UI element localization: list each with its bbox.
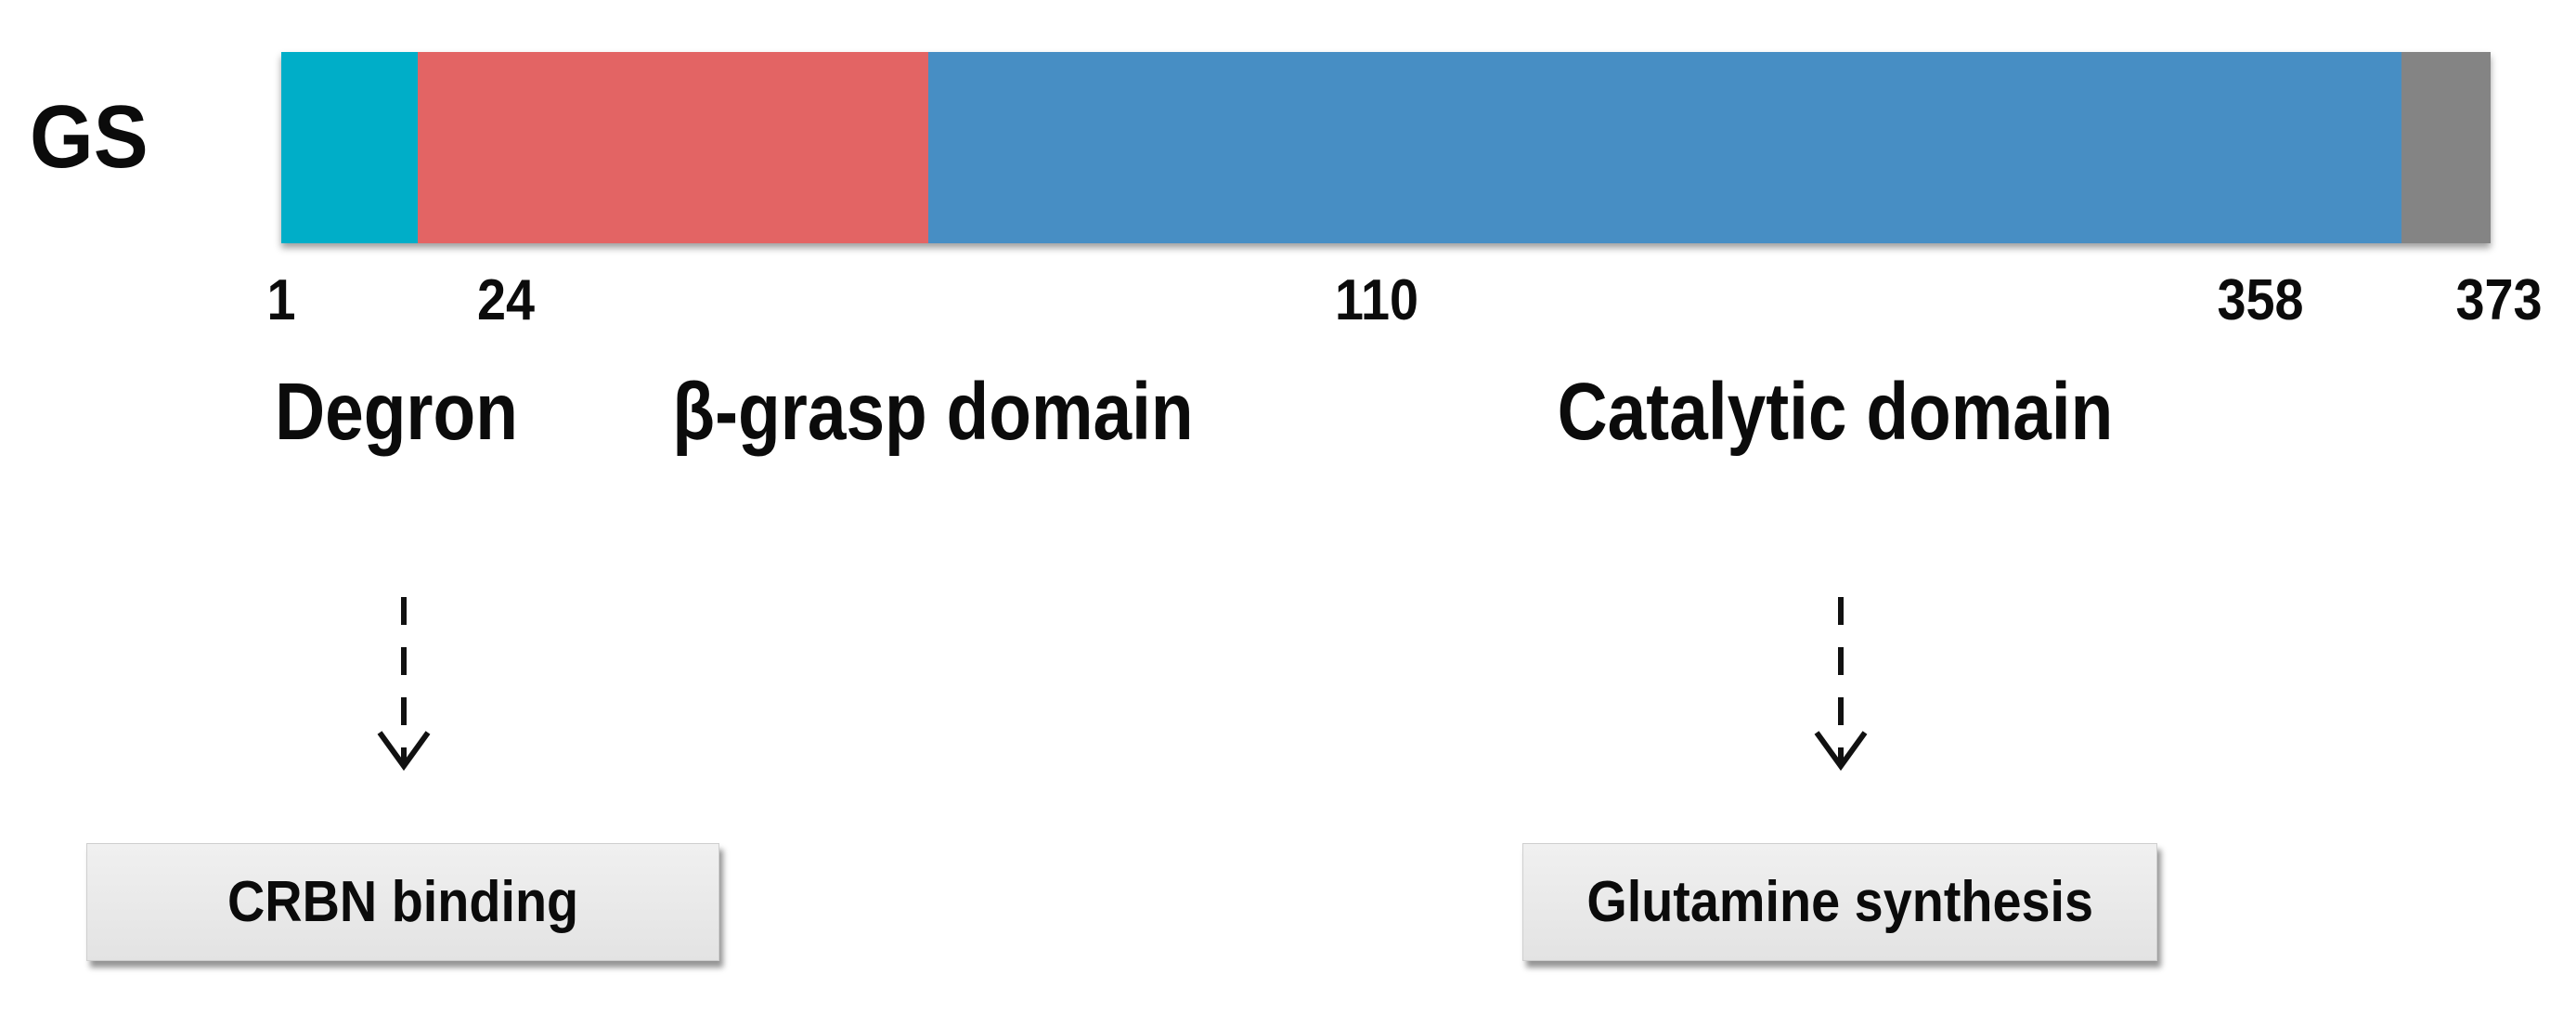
crbn-binding-label: CRBN binding	[227, 870, 579, 934]
degron-segment	[281, 52, 419, 243]
catalytic-segment	[928, 52, 2402, 243]
crbn-binding-box: CRBN binding	[86, 843, 719, 961]
degron-label: Degron	[275, 367, 518, 457]
beta-grasp-segment	[418, 52, 929, 243]
glutamine-synthesis-label: Glutamine synthesis	[1586, 870, 2093, 934]
position-label-373: 373	[2455, 268, 2543, 332]
dashed-arrow-catalytic-icon	[1814, 597, 1868, 772]
domain-bar	[281, 52, 2491, 243]
beta-grasp-label: β-grasp domain	[672, 367, 1194, 457]
position-label-24: 24	[476, 268, 536, 332]
position-label-358: 358	[2217, 268, 2304, 332]
c-terminal-segment	[2401, 52, 2491, 243]
glutamine-synthesis-box: Glutamine synthesis	[1522, 843, 2157, 961]
position-label-110: 110	[1334, 268, 1419, 332]
position-label-1: 1	[266, 268, 296, 332]
catalytic-label: Catalytic domain	[1557, 367, 2114, 457]
dashed-arrow-degron-icon	[377, 597, 431, 772]
protein-name: GS	[30, 87, 149, 187]
